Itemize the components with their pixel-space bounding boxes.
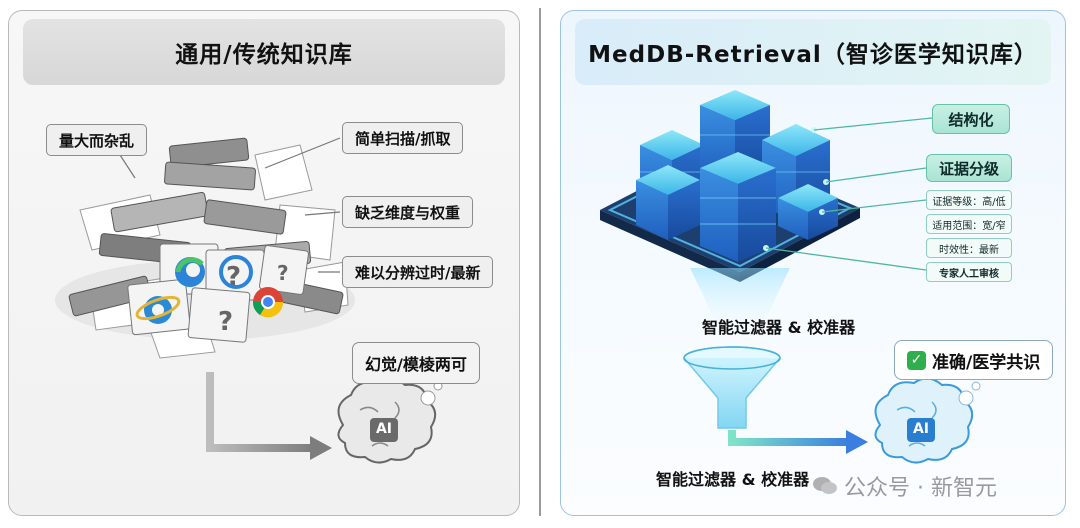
callout-no-dimension: 缺乏维度与权重 <box>342 196 474 228</box>
tag-expert-review: 专家人工审核 <box>926 262 1012 282</box>
filter-label-top: 智能过滤器 & 校准器 <box>702 318 856 337</box>
callout-simple-scan: 简单扫描/抓取 <box>342 122 464 154</box>
traditional-kb-title: 通用/传统知识库 <box>23 19 505 85</box>
callout-hallucination: 幻觉/模棱两可 <box>352 342 480 384</box>
watermark: 公众号 · 新智元 <box>812 470 997 502</box>
consensus-label: 准确/医学共识 <box>932 352 1041 373</box>
wechat-icon <box>813 477 837 494</box>
tag-evidence-grading: 证据分级 <box>926 154 1012 182</box>
callout-messy: 量大而杂乱 <box>46 124 148 156</box>
subtag-evidence-level: 证据等级：高/低 <box>926 190 1012 210</box>
watermark-text: 公众号 · 新智元 <box>844 476 997 501</box>
ai-label-left: AI <box>375 421 393 437</box>
tag-structured: 结构化 <box>932 104 1010 134</box>
panel-divider <box>539 8 541 516</box>
ai-label-right: AI <box>912 421 930 437</box>
subtag-scope: 适用范围：宽/窄 <box>926 214 1012 234</box>
callout-outdated: 难以分辨过时/最新 <box>342 256 494 288</box>
consensus-box: ✓ 准确/医学共识 <box>894 340 1054 380</box>
check-icon: ✓ <box>907 350 926 370</box>
filter-label-bottom: 智能过滤器 & 校准器 <box>656 470 810 489</box>
meddb-title: MedDB-Retrieval（智诊医学知识库） <box>575 19 1051 85</box>
subtag-timeliness: 时效性：最新 <box>926 238 1012 258</box>
